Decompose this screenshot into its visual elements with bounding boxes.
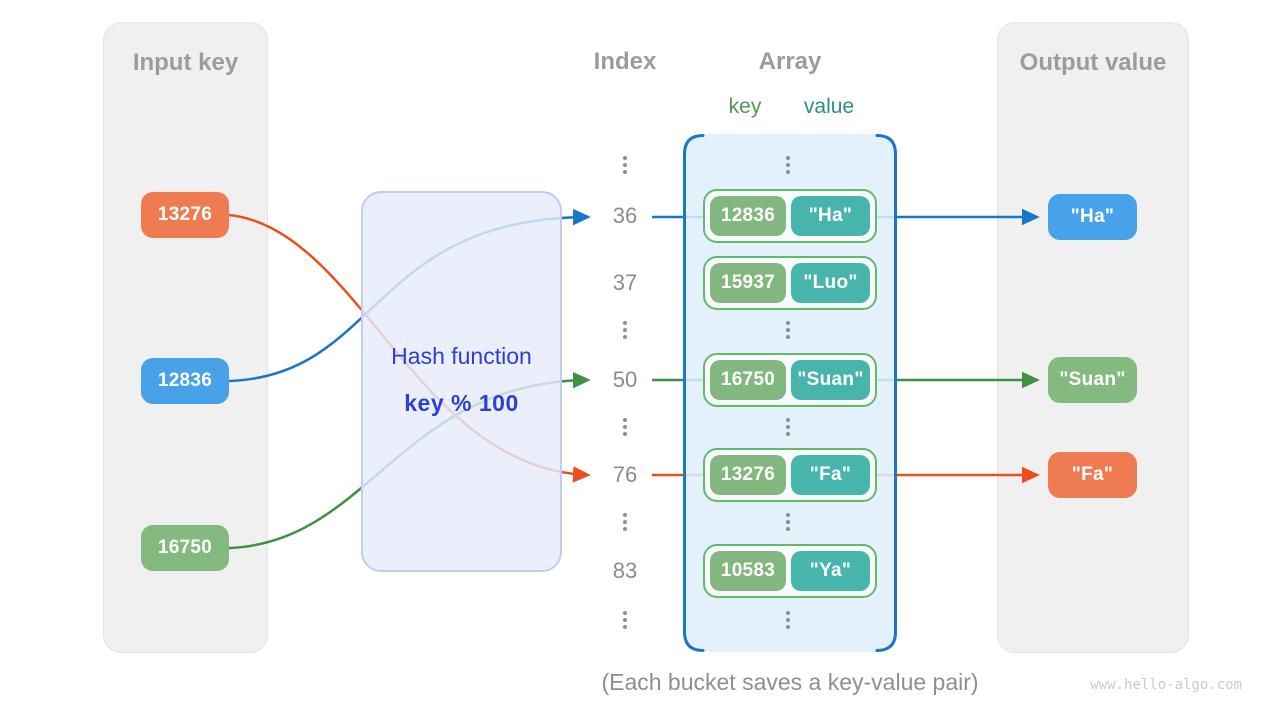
array-header: Array	[758, 48, 822, 75]
ellipsis-dots	[623, 418, 627, 436]
bucket-key: 13276	[710, 455, 786, 495]
ellipsis-dots	[786, 321, 790, 339]
hash-function-label: Hash function	[391, 343, 532, 369]
index-50: 50	[612, 367, 638, 392]
ellipsis-dots	[786, 513, 790, 531]
bucket-83: 10583 "Ya"	[703, 544, 877, 598]
bucket-37: 15937 "Luo"	[703, 256, 877, 310]
ellipsis-dots	[623, 156, 627, 174]
bucket-50: 16750 "Suan"	[703, 353, 877, 407]
key-column-label: key	[728, 95, 762, 118]
bucket-caption: (Each bucket saves a key-value pair)	[601, 669, 979, 695]
ellipsis-dots	[623, 611, 627, 629]
bucket-key: 15937	[710, 263, 786, 303]
bucket-value: "Fa"	[791, 455, 870, 495]
hash-formula: key % 100	[404, 390, 519, 416]
watermark: www.hello-algo.com	[1090, 677, 1242, 693]
bucket-value: "Suan"	[791, 360, 870, 400]
input-key-12836: 12836	[141, 358, 229, 404]
index-37: 37	[612, 270, 638, 295]
output-value-fa: "Fa"	[1048, 452, 1137, 498]
ellipsis-dots	[786, 156, 790, 174]
index-header: Index	[593, 48, 657, 75]
index-36: 36	[612, 203, 638, 228]
input-key-16750: 16750	[141, 525, 229, 571]
value-column-label: value	[803, 95, 855, 118]
bucket-key: 16750	[710, 360, 786, 400]
index-76: 76	[612, 462, 638, 487]
output-value-ha: "Ha"	[1048, 194, 1137, 240]
output-value-panel: Output value	[997, 22, 1189, 653]
ellipsis-dots	[623, 321, 627, 339]
ellipsis-dots	[786, 418, 790, 436]
index-83: 83	[612, 558, 638, 583]
ellipsis-dots	[786, 611, 790, 629]
ellipsis-dots	[623, 513, 627, 531]
input-key-13276: 13276	[141, 192, 229, 238]
bucket-value: "Ya"	[791, 551, 870, 591]
output-value-suan: "Suan"	[1048, 357, 1137, 403]
output-value-title: Output value	[1019, 49, 1167, 76]
bucket-value: "Luo"	[791, 263, 870, 303]
hash-function-box: Hash function key % 100	[361, 191, 562, 572]
bucket-key: 10583	[710, 551, 786, 591]
input-key-title: Input key	[132, 49, 239, 76]
bucket-76: 13276 "Fa"	[703, 448, 877, 502]
bucket-key: 12836	[710, 196, 786, 236]
bucket-value: "Ha"	[791, 196, 870, 236]
bucket-36: 12836 "Ha"	[703, 189, 877, 243]
